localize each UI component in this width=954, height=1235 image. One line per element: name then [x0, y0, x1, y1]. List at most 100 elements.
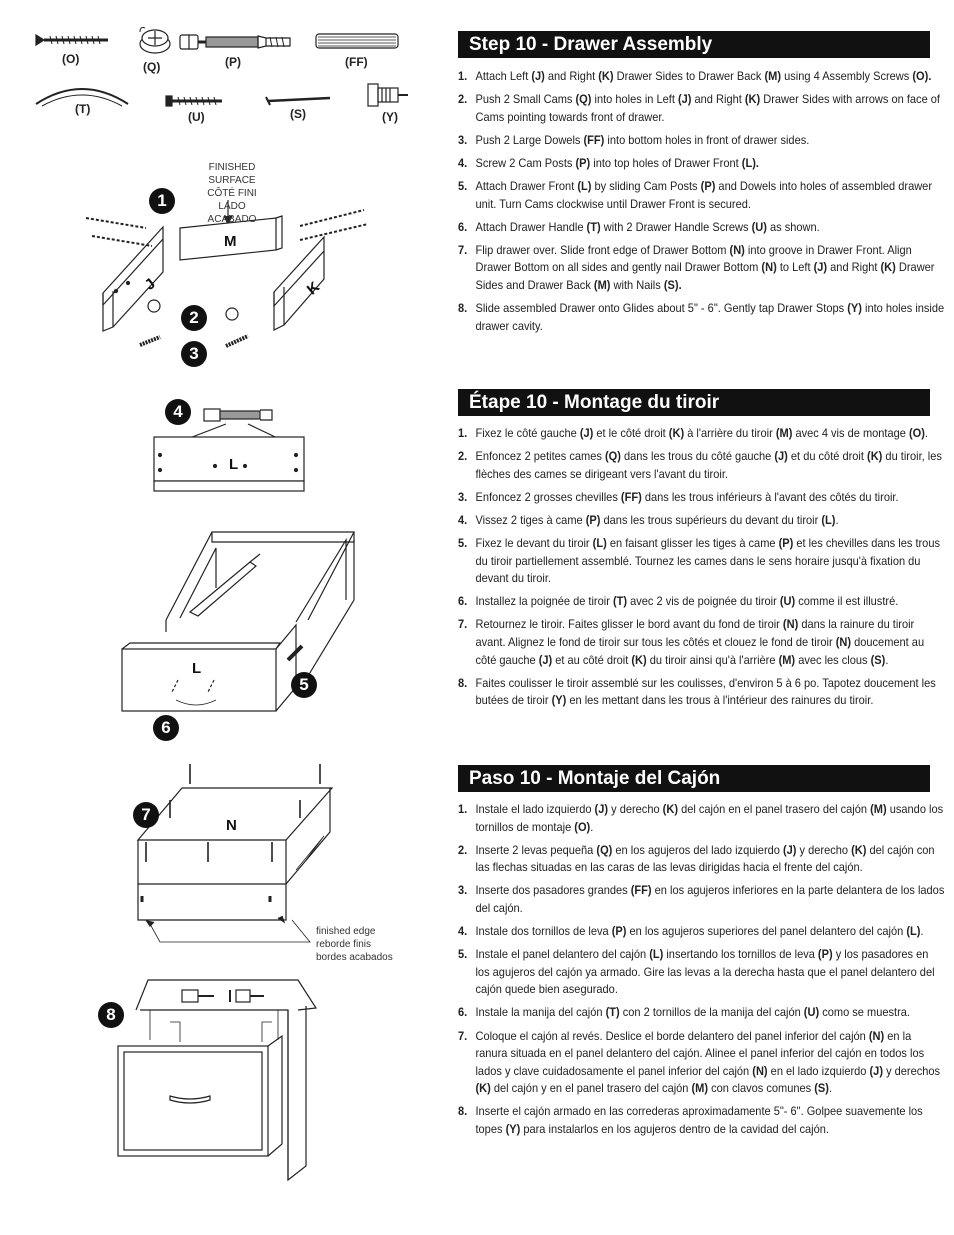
step-badge-1: 1 [149, 188, 175, 214]
step-number: 3. [458, 489, 468, 504]
step-text: avec 4 vis de montage [792, 426, 909, 440]
illustration-column: (O) (Q) (P) (FF) (T) (U) (S) (Y) FINISHE… [0, 0, 440, 1235]
part-reference: (K) [668, 426, 685, 440]
step-text: by sliding Cam Posts [591, 178, 701, 193]
drawer-box-diagram [121, 531, 355, 712]
part-reference: (P) [778, 535, 794, 550]
part-reference: (P) [700, 178, 716, 193]
step-number: 1. [458, 426, 468, 440]
step-text: doucement au côté gauche [475, 634, 925, 667]
note-line: FINISHED SURFACE [208, 162, 256, 186]
step-text: con clavos comunes [708, 1081, 815, 1096]
step-text: Inserte dos pasadores grandes [475, 883, 631, 898]
step-item: 3.Push 2 Large Dowels (FF) into bottom h… [458, 132, 944, 150]
step-text: and Right [691, 92, 745, 107]
step-text: y derecho [796, 842, 852, 857]
step-text: into top holes of Drawer Front [590, 155, 742, 170]
step-text: using 4 Assembly Screws [781, 69, 913, 83]
part-reference: (M) [870, 802, 887, 816]
part-reference: (J) [594, 802, 609, 816]
step-text: y los pasadores en los agujeros del cajó… [475, 947, 935, 997]
step-badge-5: 5 [291, 672, 317, 698]
part-reference: (M) [691, 1081, 709, 1096]
step-text: avec 2 vis de poignée du tiroir [627, 594, 780, 609]
note-line: bordes acabados [316, 952, 393, 963]
part-reference: (U) [803, 1005, 820, 1020]
step-text: Enfoncez 2 grosses chevilles [475, 489, 621, 504]
step-text: Instale dos tornillos de leva [475, 924, 612, 939]
step-text: insertando los tornillos de leva [663, 947, 818, 962]
step-badge-6: 6 [153, 715, 179, 741]
drawer-handle-icon [35, 88, 129, 107]
part-reference: (Y) [505, 1122, 521, 1136]
step-text: en el lado izquierdo [767, 1063, 870, 1078]
part-reference: (J) [774, 449, 788, 464]
step-text: . [590, 819, 594, 834]
part-reference: (J) [782, 842, 797, 857]
steps-list: 1.Attach Left (J) and Right (K) Drawer S… [458, 68, 944, 335]
drawer-bottom-diagram [136, 764, 334, 943]
step-item: 6.Instale la manija del cajón (T) con 2 … [458, 1004, 944, 1022]
part-reference: (U) [751, 219, 767, 234]
part-reference: (J) [869, 1063, 883, 1078]
steps-list: 1.Instale el lado izquierdo (J) y derech… [458, 801, 944, 1139]
step-badge-4: 4 [165, 399, 191, 425]
step-number: 6. [458, 1005, 468, 1020]
step-text: con 2 tornillos de la manija del cajón [619, 1005, 804, 1020]
part-reference: (N) [761, 260, 777, 275]
part-reference: (N) [835, 634, 852, 649]
step-text: et le côté droit [593, 426, 669, 440]
step-text: en los agujeros inferiores en la parte d… [475, 883, 945, 915]
step-text: dans les trous inférieurs à l'avant des … [641, 489, 899, 504]
panel-letter-M: M [224, 233, 237, 250]
step-text: en los agujeros superiores del panel del… [626, 924, 907, 939]
step-number: 8. [458, 301, 468, 316]
step-number: 8. [458, 1104, 468, 1119]
part-reference: (J) [538, 652, 553, 667]
part-reference: (K) [662, 802, 679, 816]
step-item: 4.Screw 2 Cam Posts (P) into top holes o… [458, 155, 944, 173]
step-text: Retournez le tiroir. Faites glisser le b… [475, 617, 783, 632]
step-text: del cajón en el panel trasero del cajón [678, 802, 871, 816]
step-number: 2. [458, 92, 468, 107]
step-number: 2. [458, 449, 468, 464]
step-text: with Nails [610, 277, 664, 292]
step-badge-8: 8 [98, 1002, 124, 1028]
part-reference: (Q) [596, 842, 613, 857]
nail-icon [265, 96, 331, 106]
part-label-T: (T) [75, 102, 91, 116]
part-reference: (K) [880, 260, 896, 275]
part-reference: (N) [729, 242, 745, 257]
part-reference: (U) [779, 594, 796, 609]
section-french: Étape 10 - Montage du tiroir 1.Fixez le … [458, 389, 942, 715]
part-reference: (J) [677, 92, 692, 107]
part-reference: (L) [821, 512, 836, 527]
part-label-S: (S) [290, 107, 306, 121]
note-line: CÔTÉ FINI [207, 188, 257, 199]
step-item: 8.Faites coulisser le tiroir assemblé su… [458, 675, 944, 710]
part-reference: (O) [908, 426, 925, 440]
step-text: and Right [544, 69, 599, 83]
drawer-front-cam-post-diagram [153, 408, 305, 492]
step-text: dans les trous du côté gauche [620, 449, 775, 464]
step-text: en faisant glisser les tiges à came [606, 535, 779, 550]
part-reference: (L) [592, 535, 607, 550]
step-text: Coloque el cajón al revés. Deslice el bo… [475, 1028, 869, 1043]
step-text: et les chevilles dans les trous du tiroi… [475, 535, 940, 586]
part-reference: (J) [813, 260, 828, 275]
step-text: y derecho [608, 802, 663, 816]
part-reference: (FF) [583, 132, 605, 147]
part-label-U: (U) [188, 110, 205, 124]
step-text: Drawer Sides to Drawer Back [613, 69, 765, 83]
step-item: 7.Retournez le tiroir. Faites glisser le… [458, 616, 944, 669]
part-label-O: (O) [62, 52, 80, 66]
step-text: Attach Drawer Handle [475, 219, 587, 234]
step-number: 2. [458, 842, 468, 857]
part-reference: (M) [775, 426, 793, 440]
part-label-P: (P) [225, 55, 241, 69]
step-text: avec les clous [795, 652, 871, 667]
part-reference: (K) [475, 1081, 491, 1096]
assembly-screw-icon [35, 33, 108, 47]
step-number: 6. [458, 219, 468, 234]
note-line: finished edge [316, 926, 376, 937]
